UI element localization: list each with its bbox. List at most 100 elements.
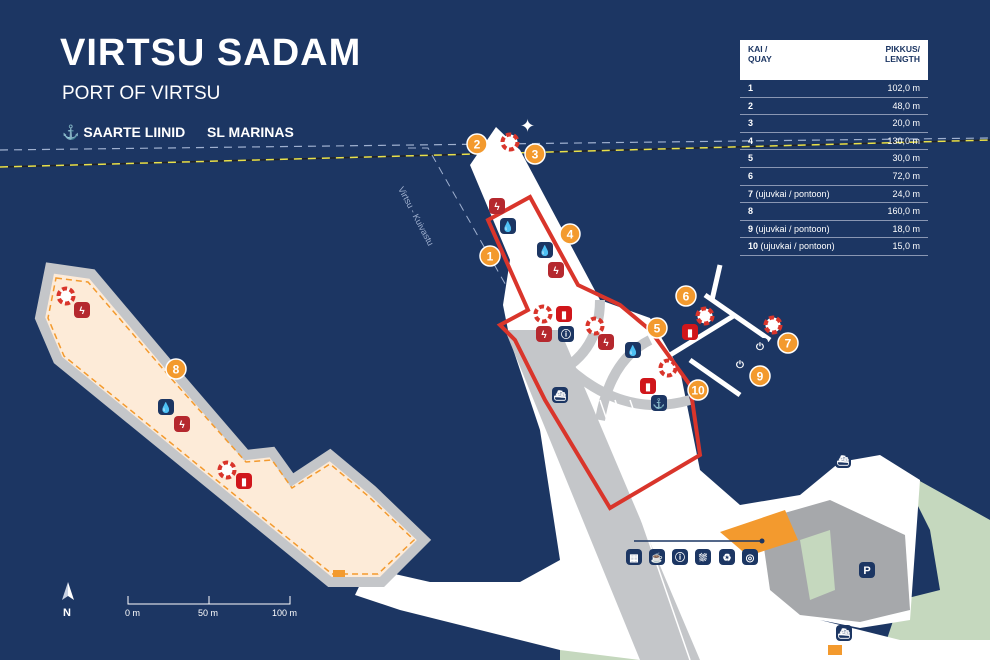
svg-text:ϟ: ϟ (553, 266, 559, 277)
quay-number: 1 (748, 83, 754, 93)
table-row: 9 (ujuvkai / pontoon)18,0 m (740, 221, 928, 239)
scale-100: 100 m (272, 608, 298, 618)
electricity-plug-icon: ⏻ (732, 356, 748, 372)
svg-text:ⓘ: ⓘ (675, 551, 685, 564)
svg-text:2: 2 (474, 138, 481, 152)
quay-note: (ujuvkai / pontoon) (753, 188, 830, 199)
lifebuoy-icon (533, 304, 553, 324)
lifebuoy-icon (217, 460, 237, 480)
quay-length: 102,0 m (887, 83, 920, 93)
electricity-plug-icon: ⏻ (752, 338, 768, 354)
svg-text:▮: ▮ (687, 328, 693, 339)
cafe-icon: ☕ (649, 549, 665, 565)
quay-marker-3[interactable]: 3 (524, 143, 546, 165)
quay-length: 48,0 m (892, 100, 920, 111)
svg-text:ϟ: ϟ (79, 306, 85, 317)
svg-text:P: P (863, 565, 870, 577)
svg-text:8: 8 (173, 363, 180, 377)
svg-text:⛴: ⛴ (837, 455, 850, 467)
electricity-icon: ϟ (536, 326, 552, 342)
quay-marker-9[interactable]: 9 (749, 365, 771, 387)
lifebuoy-icon (695, 306, 715, 326)
quay-marker-7[interactable]: 7 (777, 332, 799, 354)
north-label: N (63, 607, 71, 619)
svg-text:💧: 💧 (502, 220, 514, 233)
quay-marker-4[interactable]: 4 (559, 223, 581, 245)
svg-text:▮: ▮ (241, 477, 247, 488)
svg-text:1: 1 (487, 250, 494, 264)
svg-text:10: 10 (691, 384, 705, 398)
quay-length: 30,0 m (892, 153, 920, 164)
svg-text:ϟ: ϟ (494, 202, 500, 213)
electricity-icon: ϟ (74, 302, 90, 318)
fire-extinguisher-icon: ▮ (556, 306, 572, 322)
quay-marker-6[interactable]: 6 (675, 285, 697, 307)
lifebuoy-icon (658, 358, 678, 378)
quay-marker-8[interactable]: 8 (165, 358, 187, 380)
quay-note: (ujuvkai / pontoon) (758, 241, 835, 252)
svg-text:⚓: ⚓ (653, 397, 665, 410)
car-ferry-icon: ⛴ (836, 625, 852, 641)
lifebuoy-icon (585, 316, 605, 336)
table-row: 2 48,0 m (740, 98, 928, 116)
water-icon: 💧 (537, 242, 553, 258)
lighthouse-icon: ✦ (520, 116, 535, 136)
quay-length: 130,0 m (887, 135, 920, 146)
table-row: 1 102,0 m (740, 80, 928, 98)
svg-text:💧: 💧 (539, 244, 551, 257)
quay-marker-10[interactable]: 10 (687, 379, 709, 401)
water-icon: 💧 (500, 218, 516, 234)
quay-number: 10 (748, 241, 759, 252)
north-arrow-icon (62, 582, 68, 600)
electricity-icon: ϟ (489, 198, 505, 214)
shower-icon: ⛆ (695, 549, 711, 565)
shop-icon: ▦ (626, 549, 642, 565)
anchor-icon: ⚓ (651, 395, 667, 411)
table-row: 7 (ujuvkai / pontoon)24,0 m (740, 186, 928, 204)
water-icon: 💧 (625, 342, 641, 358)
svg-text:9: 9 (757, 370, 764, 384)
quay-number: 4 (748, 135, 754, 146)
quay-number: 2 (748, 100, 754, 111)
parking-icon: P (859, 562, 875, 578)
quay-length: 160,0 m (887, 206, 920, 217)
table-row: 8 160,0 m (740, 203, 928, 221)
svg-text:⛴: ⛴ (838, 628, 851, 640)
svg-text:ⓘ: ⓘ (561, 328, 571, 341)
lifebuoy-icon (500, 132, 520, 152)
svg-text:▦: ▦ (629, 553, 638, 564)
table-row: 4 130,0 m (740, 133, 928, 151)
svg-text:3: 3 (532, 148, 539, 162)
electricity-icon: ϟ (174, 416, 190, 432)
page-subtitle: PORT OF VIRTSU (62, 83, 221, 104)
quay-marker-2[interactable]: 2 (466, 133, 488, 155)
electricity-icon: ϟ (598, 334, 614, 350)
table-header: KAI / QUAY PIKKUS/ LENGTH (740, 40, 928, 80)
quay-length: 24,0 m (892, 188, 920, 199)
quay-number: 8 (748, 206, 754, 217)
svg-text:⏻: ⏻ (736, 359, 744, 371)
svg-text:▮: ▮ (645, 382, 651, 393)
lifebuoy-icon (56, 286, 76, 306)
waste-icon: ♻ (719, 549, 735, 565)
quay-marker-5[interactable]: 5 (646, 317, 668, 339)
quay-table: KAI / QUAY PIKKUS/ LENGTH 1 102,0 m 2 48,0 … (740, 40, 928, 256)
svg-text:5: 5 (654, 322, 661, 336)
quay-length: 18,0 m (892, 223, 920, 234)
brand-saarte-liinid: ⚓ SAARTE LIINID (62, 124, 186, 140)
table-row: 5 30,0 m (740, 150, 928, 168)
scale-0: 0 m (125, 608, 141, 618)
svg-text:ϟ: ϟ (541, 330, 547, 341)
lifebuoy-icon (763, 315, 783, 335)
quay-marker-1[interactable]: 1 (479, 245, 501, 267)
svg-text:4: 4 (567, 228, 574, 242)
fire-extinguisher-icon: ▮ (682, 324, 698, 340)
anchor-logo-icon: ⚓ (62, 124, 80, 140)
marina-quay-8 (34, 262, 432, 587)
ferry-terminal-area (485, 194, 703, 511)
quay-number: 5 (748, 153, 754, 164)
brand-sl-marinas: SL MARINAS (207, 124, 294, 140)
svg-text:♻: ♻ (723, 553, 732, 564)
